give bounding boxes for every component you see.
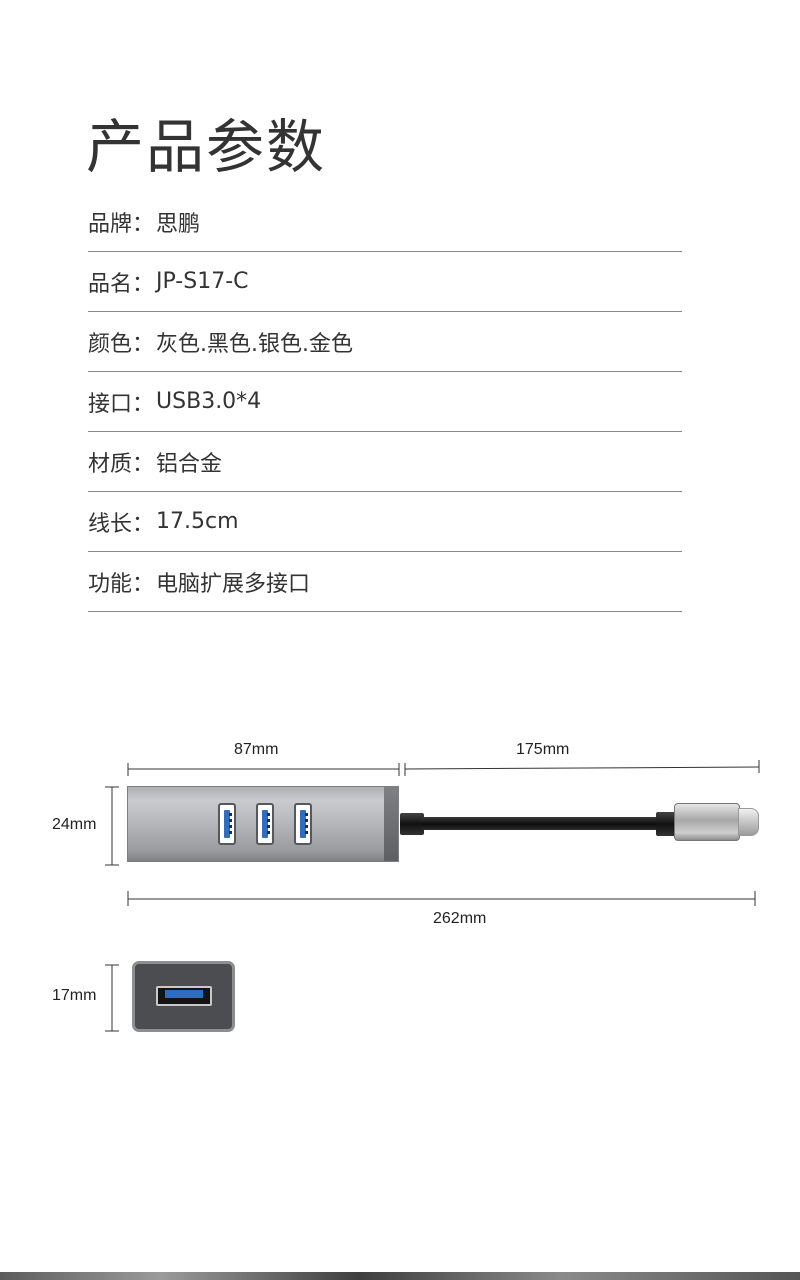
spec-label: 线长 bbox=[88, 506, 154, 538]
spec-label: 接口 bbox=[88, 386, 154, 418]
spec-label: 品牌 bbox=[88, 206, 154, 238]
spec-value: USB3.0*4 bbox=[156, 389, 262, 414]
usb-port-icon bbox=[256, 803, 274, 845]
spec-list: 品牌 思鹏 品名 JP-S17-C 颜色 灰色.黑色.银色.金色 接口 USB3… bbox=[88, 192, 682, 612]
hub-length-label: 87mm bbox=[234, 741, 279, 758]
spec-label: 品名 bbox=[88, 266, 154, 298]
type-c-connector-tip bbox=[738, 808, 759, 836]
usb-port-side-icon bbox=[156, 986, 212, 1006]
plug-strain-relief bbox=[656, 812, 676, 836]
page-title: 产品参数 bbox=[86, 113, 327, 181]
usb-port-icon bbox=[218, 803, 236, 845]
spec-value: 灰色.黑色.银色.金色 bbox=[156, 331, 354, 357]
spec-value: 思鹏 bbox=[156, 211, 201, 237]
side-height-label: 17mm bbox=[52, 987, 97, 1004]
spec-label: 颜色 bbox=[88, 326, 154, 358]
spec-row-cable-length: 线长 17.5cm bbox=[88, 492, 682, 552]
cable-length-line bbox=[404, 766, 760, 770]
spec-row-brand: 品牌 思鹏 bbox=[88, 192, 682, 252]
footer-strip bbox=[0, 1272, 800, 1280]
spec-value: 17.5cm bbox=[156, 509, 239, 534]
spec-row-material: 材质 铝合金 bbox=[88, 432, 682, 492]
usb-port-icon bbox=[294, 803, 312, 845]
usb-hub-body bbox=[127, 786, 399, 862]
spec-row-color: 颜色 灰色.黑色.银色.金色 bbox=[88, 312, 682, 372]
spec-row-model: 品名 JP-S17-C bbox=[88, 252, 682, 312]
spec-row-function: 功能 电脑扩展多接口 bbox=[88, 552, 682, 612]
spec-label: 材质 bbox=[88, 446, 154, 478]
usb-cable bbox=[422, 817, 658, 830]
type-c-plug-icon bbox=[674, 803, 740, 841]
cable-strain-relief bbox=[400, 813, 424, 835]
total-length-label: 262mm bbox=[433, 910, 487, 927]
spec-label: 功能 bbox=[88, 566, 154, 598]
hub-height-label: 24mm bbox=[52, 816, 97, 833]
spec-value: JP-S17-C bbox=[156, 269, 249, 294]
spec-row-interface: 接口 USB3.0*4 bbox=[88, 372, 682, 432]
hub-side-view bbox=[132, 961, 235, 1032]
spec-value: 铝合金 bbox=[156, 451, 223, 477]
spec-value: 电脑扩展多接口 bbox=[156, 571, 311, 597]
cable-length-label: 175mm bbox=[516, 741, 570, 758]
